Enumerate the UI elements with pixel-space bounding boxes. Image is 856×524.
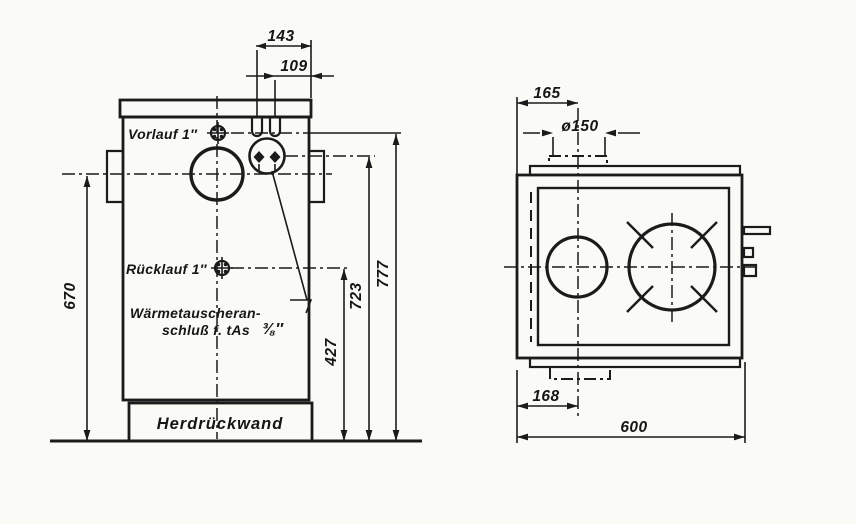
dim-777: 777 (311, 132, 401, 441)
ruecklauf-connection-symbol (211, 257, 233, 279)
heat-exchanger-connection (248, 117, 286, 175)
dim-600-value: 600 (620, 419, 647, 436)
hotplate-ring-marks (626, 221, 718, 313)
label-vorlauf: Vorlauf 1″ (128, 126, 198, 142)
label-heat-exchanger-line2: schluß f. tAs (162, 322, 250, 338)
pipe-stub (268, 117, 282, 138)
label-ruecklauf: Rücklauf 1″ (126, 261, 208, 277)
dim-168: 168 (516, 370, 578, 443)
front-body (121, 115, 311, 402)
dim-670: 670 (62, 176, 91, 441)
front-rail (528, 356, 742, 369)
dim-427-value: 427 (323, 337, 340, 366)
dim-150-value: ø150 (561, 118, 598, 135)
flue-collar-bottom (549, 367, 611, 380)
left-tab-bracket (105, 149, 123, 204)
dim-427: 427 (323, 269, 348, 441)
door-handle (742, 225, 772, 236)
dim-600: 600 (517, 362, 746, 443)
dim-143: 143 (256, 28, 312, 116)
hinge (742, 246, 755, 259)
dim-723-value: 723 (348, 282, 365, 309)
dim-165: 165 (516, 85, 578, 175)
back-rail (528, 164, 742, 177)
dim-109-value: 109 (280, 58, 307, 75)
leader-line (271, 170, 313, 314)
hinge (742, 263, 758, 278)
dim-150: ø150 (523, 118, 640, 156)
heat-exchanger-diamond (269, 151, 281, 163)
dim-777-value: 777 (375, 259, 392, 287)
heat-exchanger-diamond (253, 151, 265, 163)
label-heat-exchanger-line1: Wärmetauscheran- (130, 305, 261, 321)
front-view: 143 109 670 427 723 (50, 28, 422, 443)
pipe-stub (250, 117, 264, 138)
dim-168-value: 168 (532, 388, 559, 405)
dim-670-value: 670 (62, 282, 79, 309)
label-herdrueckwand: Herdrückwand (157, 415, 284, 433)
top-view: 165 ø150 168 600 (504, 85, 772, 443)
dim-723: 723 (348, 157, 373, 441)
dim-143-value: 143 (267, 28, 294, 45)
label-heat-exchanger-size: ⅜″ (262, 321, 284, 338)
front-top-band (118, 98, 313, 119)
flue-opening-circle (189, 146, 245, 202)
vorlauf-connection-symbol (207, 122, 229, 144)
front-plinth (127, 401, 314, 443)
dim-165-value: 165 (533, 85, 560, 102)
right-tab-bracket (309, 149, 326, 204)
dim-109: 109 (246, 58, 334, 116)
